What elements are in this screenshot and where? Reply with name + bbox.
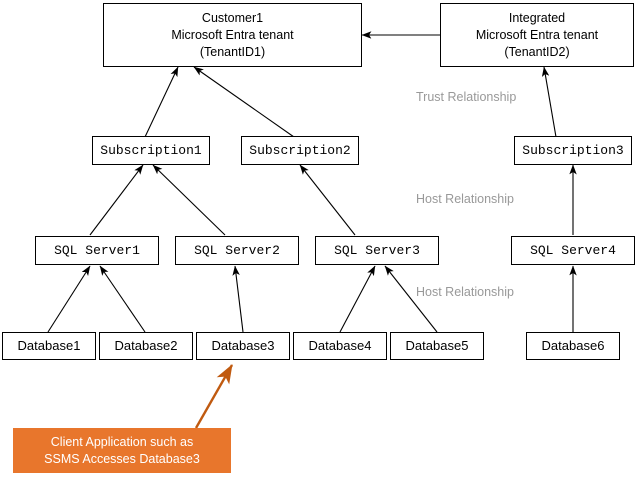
callout-client-application[interactable]: Client Application such as SSMS Accesses… (13, 428, 231, 473)
edge-callout-to-database3 (194, 364, 234, 429)
edge-database1-to-sqlserver1 (47, 265, 91, 333)
sql-server4-label: SQL Server4 (530, 242, 616, 258)
sql-server3-label: SQL Server3 (334, 242, 420, 258)
node-customer1-tenant[interactable]: Customer1 Microsoft Entra tenant (Tenant… (103, 3, 362, 67)
label-trust-relationship: Trust Relationship (416, 90, 517, 104)
node-sql-server1[interactable]: SQL Server1 (35, 236, 159, 265)
node-integrated-tenant[interactable]: Integrated Microsoft Entra tenant (Tenan… (440, 3, 634, 67)
subscription3-label: Subscription3 (522, 142, 624, 158)
edge-subscription2-to-customer1 (193, 66, 295, 138)
database1-label: Database1 (17, 338, 81, 353)
sql-server2-label: SQL Server2 (194, 242, 280, 258)
database3-label: Database3 (211, 338, 275, 353)
integrated-tenant-line3: (TenantID2) (504, 44, 570, 59)
node-subscription1[interactable]: Subscription1 (92, 136, 210, 165)
node-sql-server3[interactable]: SQL Server3 (315, 236, 439, 265)
edge-sqlserver2-to-subscription1 (152, 164, 226, 236)
edge-subscription3-to-integrated (541, 66, 557, 138)
edge-database4-to-sqlserver3 (339, 265, 376, 333)
callout-line2: SSMS Accesses Database3 (44, 451, 200, 466)
edge-database2-to-sqlserver1 (99, 265, 146, 333)
database4-label: Database4 (308, 338, 372, 353)
label-host-relationship-databases: Host Relationship (416, 285, 514, 299)
callout-line1: Client Application such as (50, 434, 194, 449)
node-sql-server2[interactable]: SQL Server2 (175, 236, 299, 265)
node-database1[interactable]: Database1 (2, 332, 96, 360)
node-subscription2[interactable]: Subscription2 (241, 136, 359, 165)
edge-sqlserver3-to-subscription2 (299, 164, 356, 236)
subscription1-label: Subscription1 (100, 142, 202, 158)
customer1-tenant-line1: Customer1 (201, 10, 264, 25)
subscription2-label: Subscription2 (249, 142, 351, 158)
node-database2[interactable]: Database2 (99, 332, 193, 360)
label-host-relationship-subscriptions: Host Relationship (416, 192, 514, 206)
integrated-tenant-line1: Integrated (508, 10, 566, 25)
database6-label: Database6 (541, 338, 605, 353)
node-database5[interactable]: Database5 (390, 332, 484, 360)
edge-sqlserver1-to-subscription1 (89, 164, 144, 236)
node-sql-server4[interactable]: SQL Server4 (511, 236, 635, 265)
edge-database5-to-sqlserver3 (384, 265, 438, 333)
node-database4[interactable]: Database4 (293, 332, 387, 360)
node-database3[interactable]: Database3 (196, 332, 290, 360)
node-subscription3[interactable]: Subscription3 (514, 136, 632, 165)
customer1-tenant-line2: Microsoft Entra tenant (171, 27, 294, 42)
edge-database3-to-sqlserver2 (232, 265, 244, 333)
edge-subscription1-to-customer1 (144, 66, 179, 138)
node-database6[interactable]: Database6 (526, 332, 620, 360)
customer1-tenant-line3: (TenantID1) (199, 44, 266, 59)
database5-label: Database5 (405, 338, 469, 353)
database2-label: Database2 (114, 338, 178, 353)
sql-server1-label: SQL Server1 (54, 242, 140, 258)
integrated-tenant-line2: Microsoft Entra tenant (475, 27, 599, 42)
